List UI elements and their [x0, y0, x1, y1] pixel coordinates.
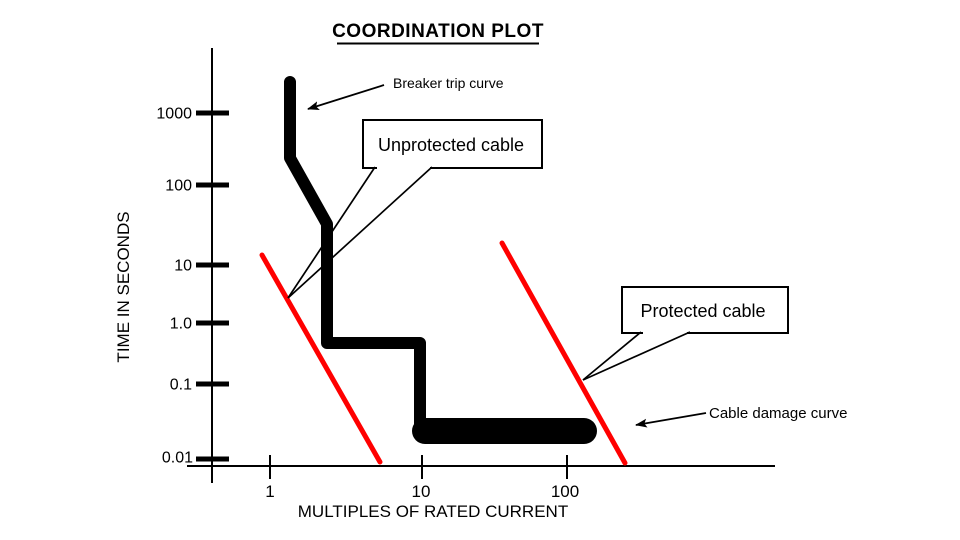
cable-damage-annotation: Cable damage curve	[635, 405, 847, 428]
protected-callout-pointer-left	[582, 331, 642, 381]
y-tick-label-0-01: 0.01	[162, 450, 193, 467]
y-tick-label-1000: 1000	[156, 106, 192, 123]
protected-callout-pointer-right	[582, 331, 691, 381]
unprotected-cable-callout-box	[362, 119, 543, 169]
breaker-trip-label: Breaker trip curve	[393, 75, 504, 91]
unprotected-callout-pointer-right	[287, 166, 433, 299]
breaker-trip-arrow	[307, 84, 385, 110]
x-tick-label-100: 100	[551, 482, 579, 501]
y-tick-label-100: 100	[165, 178, 192, 195]
plot-title: COORDINATION PLOT	[332, 21, 544, 42]
cable-damage-arrow	[635, 412, 707, 428]
unprotected-callout-pointer-left	[287, 166, 376, 299]
unprotected-cable-callout: Unprotected cable	[287, 119, 543, 299]
protected-cable-label: Protected cable	[640, 301, 765, 321]
x-tick-label-1: 1	[265, 482, 274, 501]
unprotected-cable-label: Unprotected cable	[378, 135, 524, 155]
unprotected-cable-damage-curve	[259, 252, 383, 465]
protected-cable-damage-curve	[499, 240, 628, 466]
y-tick-label-1-0: 1.0	[170, 316, 192, 333]
y-tick-label-0-1: 0.1	[170, 377, 192, 394]
y-tick-label-10: 10	[174, 258, 192, 275]
cable-damage-label: Cable damage curve	[709, 405, 847, 422]
breaker-trip-curve	[284, 76, 426, 434]
x-axis-ticks	[269, 455, 568, 479]
curves-layer	[259, 76, 628, 466]
x-axis-title: MULTIPLES OF RATED CURRENT	[298, 502, 568, 521]
x-tick-label-10: 10	[412, 482, 431, 501]
y-axis-ticks	[196, 110, 229, 462]
breaker-trip-annotation: Breaker trip curve	[307, 75, 504, 110]
y-axis-title: TIME IN SECONDS	[114, 211, 133, 362]
protected-cable-callout: Protected cable	[582, 286, 789, 381]
protected-cable-callout-box	[621, 286, 789, 334]
